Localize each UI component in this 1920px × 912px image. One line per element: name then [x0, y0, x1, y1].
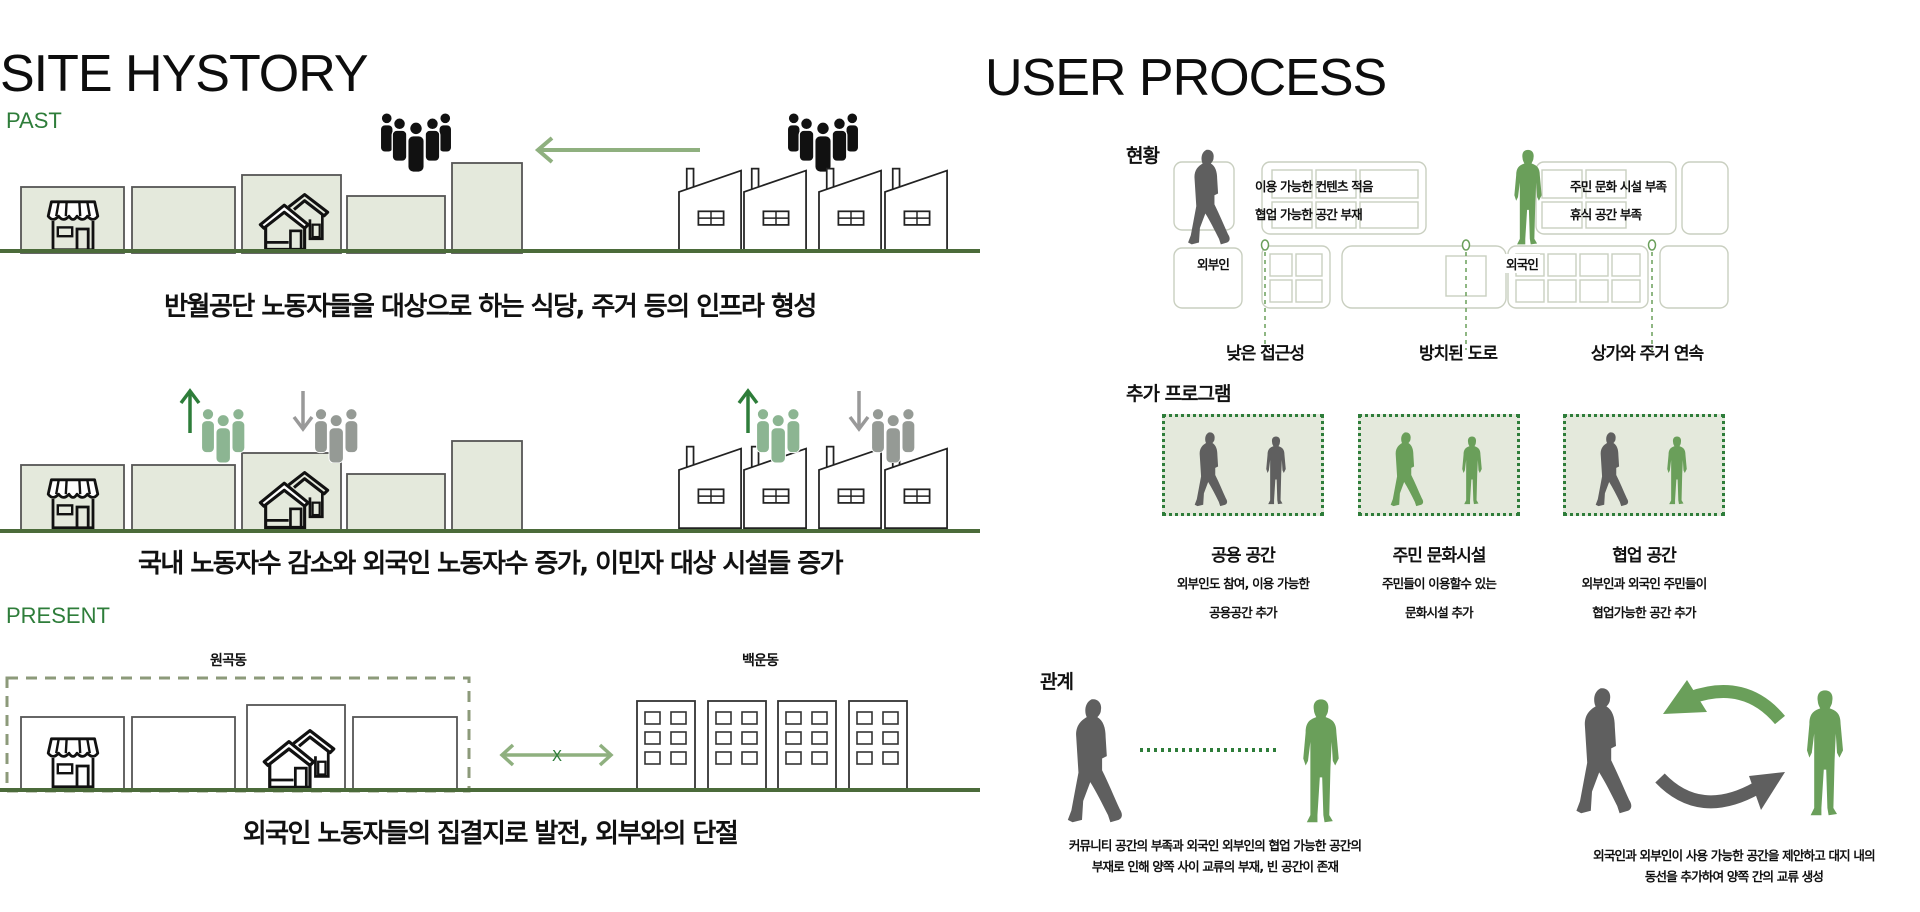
program-card-culture-facility [1358, 414, 1520, 516]
apartment-icon [636, 700, 696, 790]
disconnected-dotted-line [1140, 748, 1276, 752]
apartment-icon [777, 700, 837, 790]
past-buildings-illustration [20, 112, 948, 254]
foreigner-figure-icon [1667, 436, 1687, 505]
factory-icon [678, 167, 742, 252]
exchange-cycle-arrows-icon [1655, 680, 1785, 810]
relation-heading: 관계 [1040, 671, 1074, 693]
program-desc-3b: 협업가능한 공간 추가 [1592, 605, 1696, 620]
outsider-issue-2: 협업 가능한 공간 부재 [1255, 207, 1363, 222]
foreigner-issue-1: 주민 문화 시설 부족 [1570, 179, 1667, 194]
relation-before-line-1: 커뮤니티 공간의 부족과 외국인 외부인의 협업 가능한 공간의 [1068, 838, 1362, 853]
transition-buildings-illustration [20, 388, 948, 532]
outsider-figure-icon [1194, 432, 1228, 507]
foreigner-figure-icon [1807, 690, 1843, 816]
present-buildings-illustration: X [5, 676, 908, 793]
foreigner-figure-icon [1303, 699, 1339, 823]
program-card-coworking-space [1563, 414, 1725, 516]
outsider-figure-icon [1266, 436, 1286, 505]
svg-text:X: X [552, 747, 562, 765]
ground-line [0, 529, 980, 533]
transition-caption: 국내 노동자수 감소와 외국인 노동자수 증가, 이민자 대상 시설들 증가 [137, 549, 844, 579]
past-caption-1: 반월공단 노동자들을 대상으로 하는 식당, 주거 등의 인프라 형성 [164, 292, 817, 322]
blocked-bidirectional-arrow-icon: X [499, 743, 614, 767]
arrow-up-icon [179, 388, 201, 433]
program-card-shared-space [1162, 414, 1324, 516]
foreigner-figure-icon [1514, 149, 1542, 245]
resident-figure-icon [1390, 432, 1424, 507]
program-desc-3a: 외부인과 외국인 주민들이 [1581, 576, 1708, 591]
district-left-label: 원곡동 [210, 653, 247, 669]
crowd-icon [379, 112, 453, 174]
program-heading: 추가 프로그램 [1126, 383, 1231, 405]
site-history-title: SITE HYSTORY [0, 45, 369, 103]
program-title-3: 협업 공간 [1612, 546, 1676, 566]
program-desc-2b: 문화시설 추가 [1405, 605, 1474, 620]
pin-accessibility [1260, 239, 1270, 350]
present-label: PRESENT [6, 603, 110, 628]
factory-icon [678, 445, 742, 530]
ground-line [0, 788, 980, 792]
outsider-figure-icon [1576, 688, 1632, 814]
apartment-icon [848, 700, 908, 790]
outsider-label: 외부인 [1195, 254, 1232, 273]
program-desc-1a: 외부인도 참여, 이용 가능한 [1176, 576, 1310, 591]
crowd-icon [786, 112, 860, 174]
outsider-figure-icon [1188, 149, 1230, 245]
point-low-accessibility: 낮은 접근성 [1225, 344, 1305, 364]
arrow-left-icon [534, 136, 700, 164]
crowd-increase-icon [201, 408, 246, 463]
arrow-down-icon [292, 391, 314, 432]
factory-icon [818, 167, 882, 252]
factory-icon [743, 167, 807, 252]
outsider-figure-icon [1067, 699, 1122, 823]
program-title-1: 공용 공간 [1211, 546, 1275, 566]
arrow-down-icon [848, 391, 870, 432]
program-title-2: 주민 문화시설 [1392, 546, 1487, 566]
past-label: PAST [6, 108, 62, 133]
point-mixed-use: 상가와 주거 연속 [1590, 344, 1704, 364]
resident-figure-icon [1462, 436, 1482, 505]
foreigner-label: 외국인 [1504, 254, 1541, 273]
current-heading: 현황 [1126, 145, 1160, 167]
factory-icon [818, 445, 882, 530]
relation-after-line-2: 동선을 추가하여 양쪽 간의 교류 생성 [1644, 869, 1824, 884]
district-right-label: 백운동 [742, 653, 779, 669]
point-neglected-road: 방치된 도로 [1418, 344, 1498, 364]
apartment-icon [707, 700, 767, 790]
relation-after-line-1: 외국인과 외부인이 사용 가능한 공간을 제안하고 대지 내의 [1593, 848, 1875, 863]
user-process-title: USER PROCESS [985, 49, 1387, 107]
pin-road [1461, 239, 1471, 350]
present-caption: 외국인 노동자들의 집결지로 발전, 외부와의 단절 [242, 819, 739, 849]
foreigner-issue-2: 휴식 공간 부족 [1570, 207, 1642, 222]
outsider-issue-1: 이용 가능한 컨텐츠 적음 [1255, 179, 1373, 194]
program-desc-1b: 공용공간 추가 [1209, 605, 1278, 620]
factory-icon [884, 167, 948, 252]
ground-line [0, 249, 980, 253]
relation-before-line-2: 부재로 인해 양쪽 사이 교류의 부재, 빈 공간이 존재 [1091, 859, 1339, 874]
outsider-figure-icon [1595, 432, 1629, 507]
pin-mixed-use [1647, 239, 1657, 350]
arrow-up-icon [737, 388, 759, 433]
program-desc-2a: 주민들이 이용할수 있는 [1381, 576, 1497, 591]
